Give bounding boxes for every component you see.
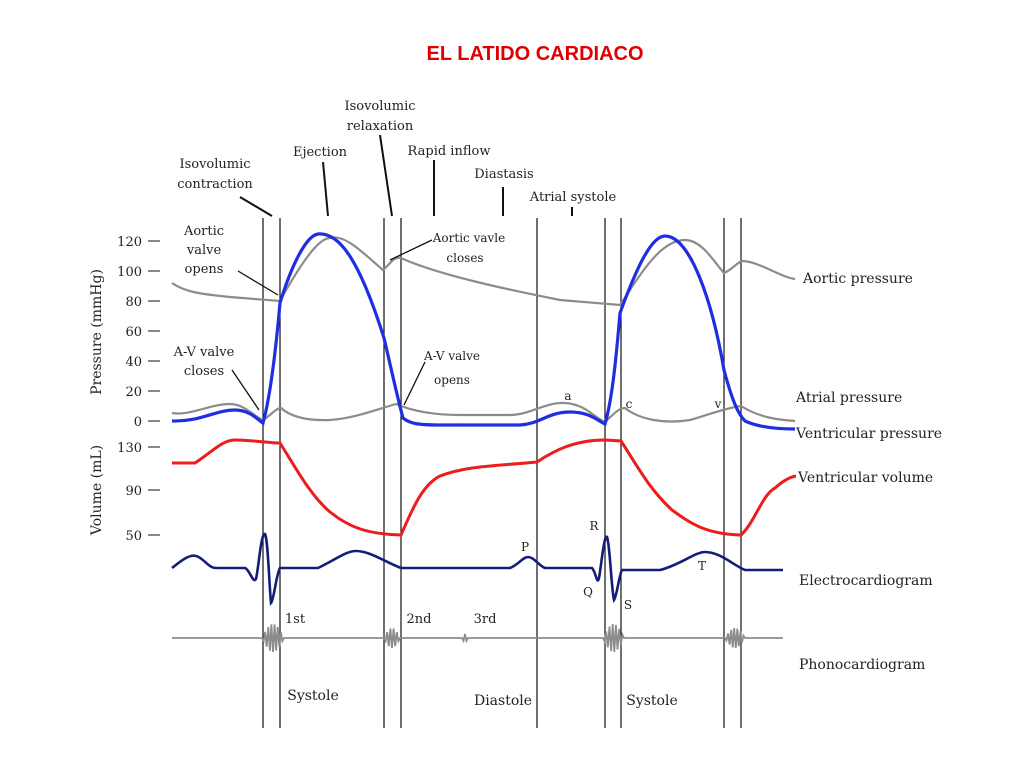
sound-label-3rd: 3rd	[474, 612, 497, 627]
wave-label-r: R	[589, 519, 599, 533]
volume-tick-130: 130	[117, 441, 142, 456]
trace-label-atrial-pressure: Atrial pressure	[795, 390, 902, 406]
label-diastasis: Diastasis	[474, 167, 533, 182]
volume-tick-90: 90	[125, 484, 142, 499]
phase-pointers	[239, 134, 573, 217]
label-isovolumic-contraction-2: contraction	[177, 177, 253, 192]
label-isovolumic-relaxation-2: relaxation	[347, 119, 414, 134]
phonocardiogram-trace	[172, 624, 783, 653]
sound-label-1st: 1st	[285, 612, 306, 627]
pointer-aortic-valve-opens	[237, 270, 279, 296]
wave-label-p: P	[521, 540, 529, 554]
label-rapid-inflow: Rapid inflow	[408, 144, 491, 159]
pressure-tick-100: 100	[117, 265, 142, 280]
pressure-tick-20: 20	[125, 385, 142, 400]
cycle-label-systole-1: Systole	[287, 688, 339, 704]
trace-label-ventricular-volume: Ventricular volume	[797, 470, 933, 486]
label-aortic-valve-opens-1: Aortic	[183, 224, 224, 239]
volume-tick-marks	[148, 446, 160, 536]
label-av-valve-closes-1: A-V valve	[173, 345, 235, 360]
pressure-tick-40: 40	[125, 355, 142, 370]
pointer-av-valve-closes	[231, 369, 260, 411]
pressure-axis-label: Pressure (mmHg)	[89, 269, 105, 395]
volume-tick-50: 50	[125, 529, 142, 544]
trace-label-electrocardiogram: Electrocardiogram	[799, 573, 933, 589]
pressure-ticks: 120 100 80 60 40 20 0	[117, 235, 142, 430]
wave-label-q: Q	[583, 585, 593, 599]
wave-label-s: S	[624, 598, 632, 612]
pointer-aortic-valve-closes	[389, 239, 433, 261]
ventricular-volume-trace	[172, 438, 797, 537]
wave-label-c: c	[626, 397, 633, 411]
aortic-pressure-trace	[171, 236, 796, 307]
ecg-trace	[171, 532, 783, 606]
pressure-tick-60: 60	[125, 325, 142, 340]
wave-label-a: a	[564, 389, 571, 403]
label-ejection: Ejection	[293, 145, 348, 160]
diagram-title: EL LATIDO CARDIACO	[426, 43, 643, 65]
trace-label-ventricular-pressure: Ventricular pressure	[795, 426, 942, 442]
pressure-tick-80: 80	[125, 295, 142, 310]
pointer-av-valve-opens	[403, 361, 426, 406]
pressure-tick-0: 0	[134, 415, 142, 430]
cycle-label-diastole: Diastole	[474, 693, 532, 709]
phase-divider-lines	[262, 218, 742, 728]
trace-label-aortic-pressure: Aortic pressure	[802, 271, 913, 287]
label-isovolumic-contraction-1: Isovolumic	[179, 157, 250, 172]
label-aortic-valve-closes-2: closes	[446, 251, 483, 265]
label-av-valve-opens-2: opens	[434, 373, 470, 387]
label-atrial-systole: Atrial systole	[529, 190, 617, 205]
label-aortic-valve-opens-3: opens	[185, 262, 224, 277]
pressure-tick-marks	[148, 240, 160, 422]
label-isovolumic-relaxation-1: Isovolumic	[344, 99, 415, 114]
wave-label-v: v	[714, 397, 722, 411]
ventricular-pressure-trace	[171, 232, 796, 431]
trace-label-phonocardiogram: Phonocardiogram	[799, 657, 925, 673]
volume-axis-label: Volume (mL)	[89, 445, 105, 536]
pressure-tick-120: 120	[117, 235, 142, 250]
label-av-valve-closes-2: closes	[184, 364, 224, 379]
wave-label-t: T	[698, 559, 706, 573]
label-aortic-valve-opens-2: valve	[186, 243, 222, 258]
sound-label-2nd: 2nd	[407, 612, 432, 627]
label-aortic-valve-closes-1: Aortic vavle	[432, 231, 505, 245]
cycle-label-systole-2: Systole	[626, 693, 678, 709]
label-av-valve-opens-1: A-V valve	[423, 349, 480, 363]
